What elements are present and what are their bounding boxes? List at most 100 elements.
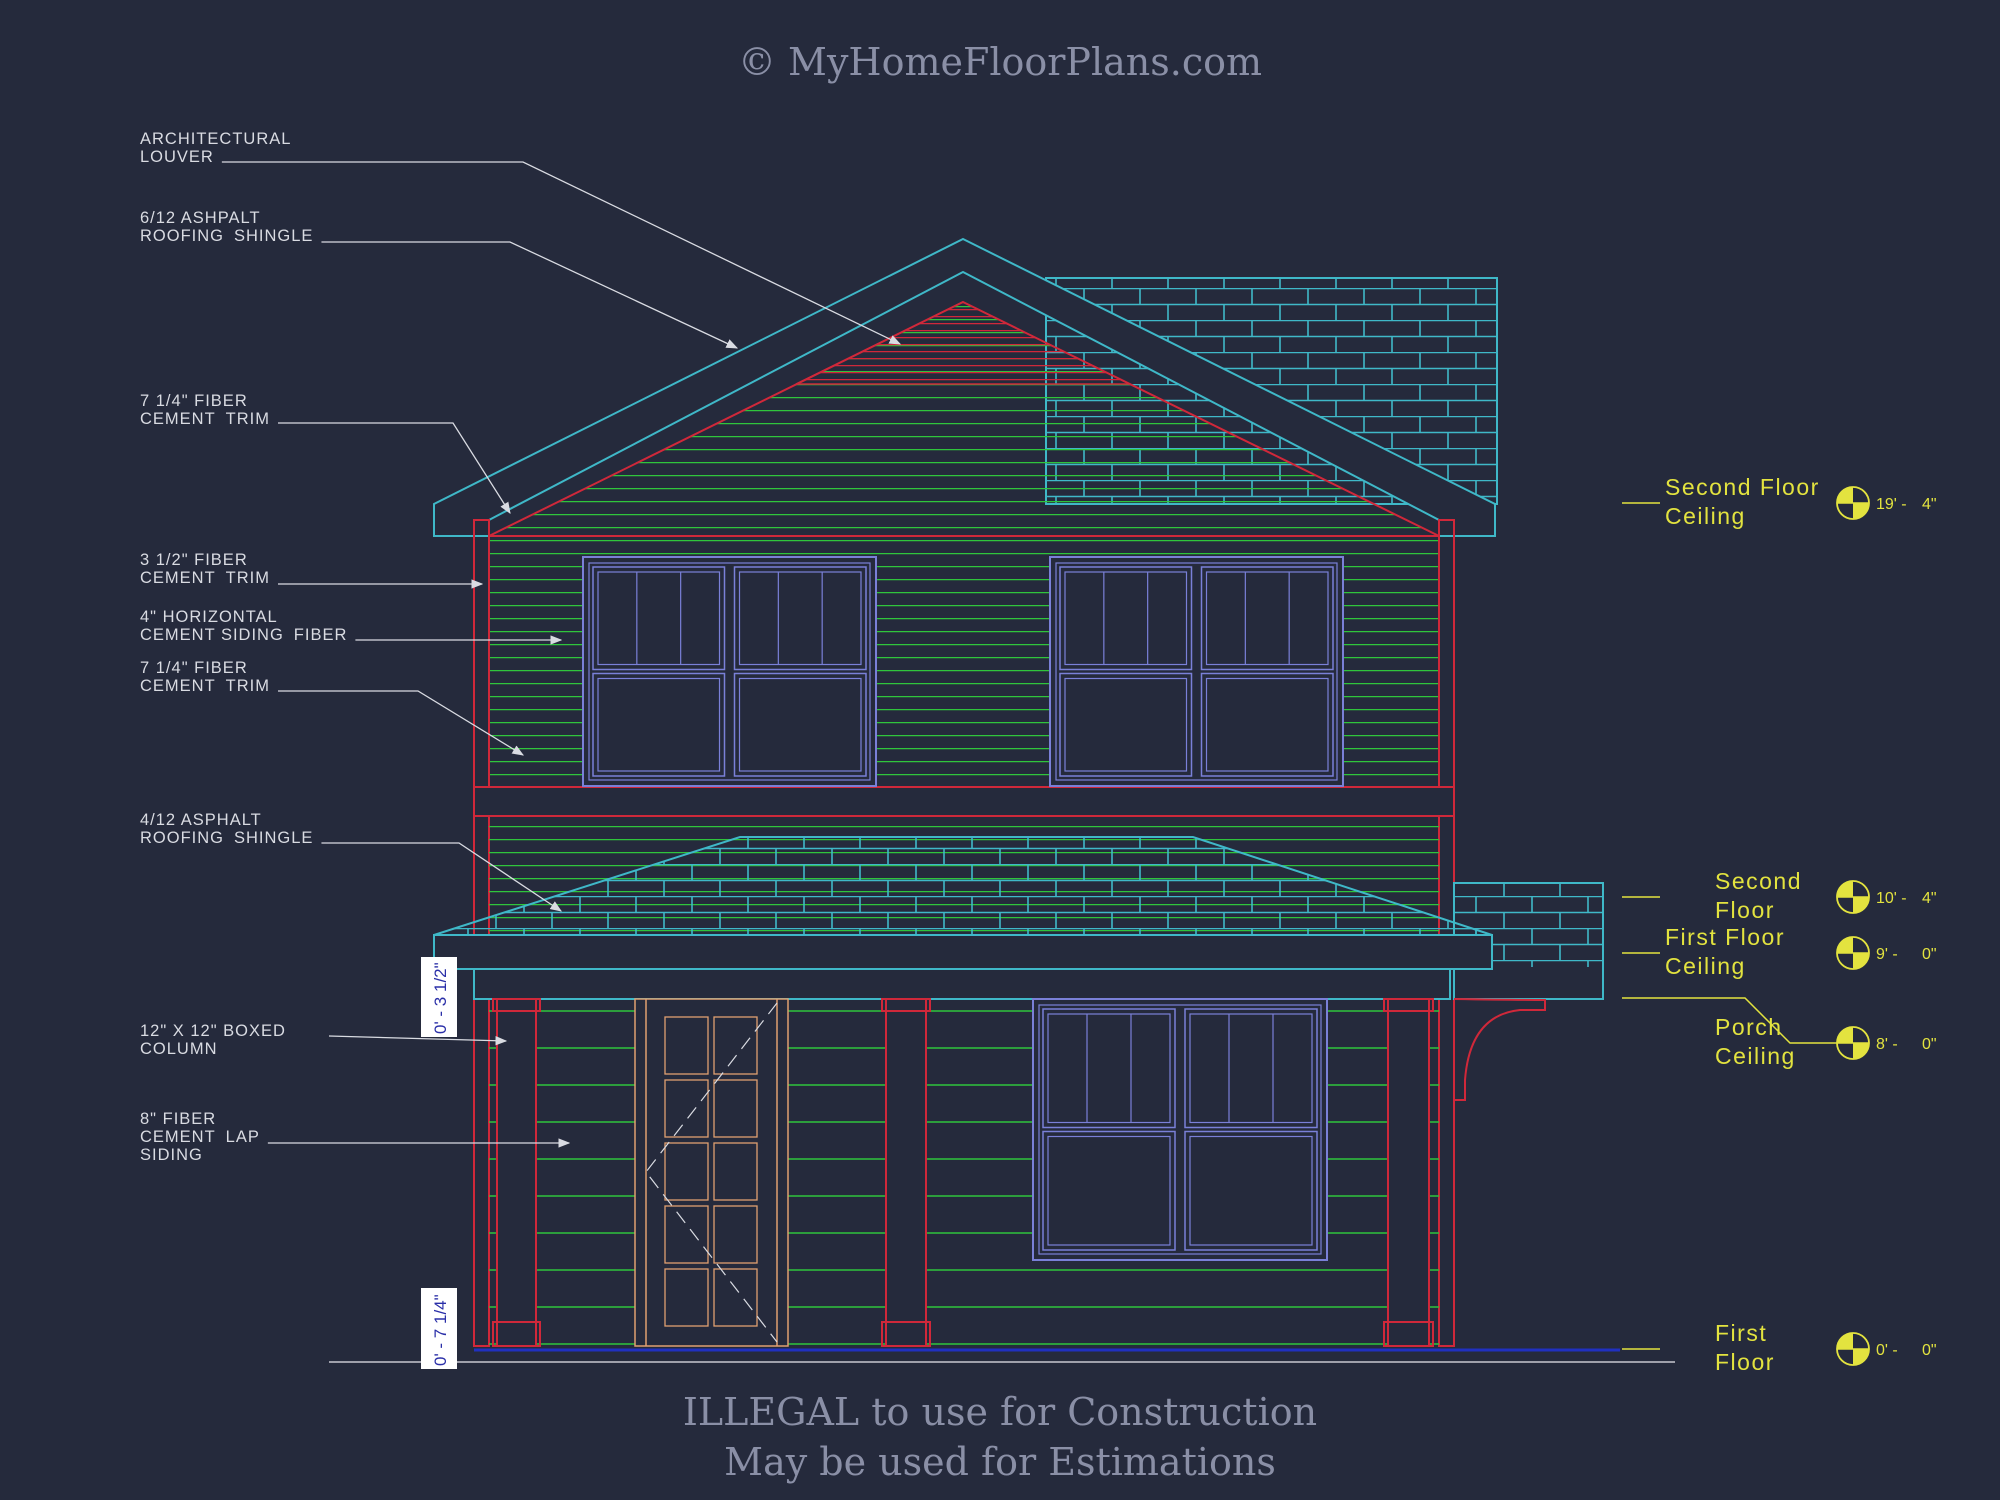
level-elevation-inches: 4" <box>1922 890 1937 907</box>
second-floor-windows <box>582 556 1344 787</box>
callout-line2: CEMENT <box>140 1128 216 1146</box>
callout-line1: ARCHITECTURAL <box>140 130 291 148</box>
callout-line1: 8" FIBER <box>140 1110 216 1128</box>
door-glass-pane <box>664 1079 709 1138</box>
door-glass-pane <box>713 1268 758 1327</box>
level-name: Second <box>1715 868 1802 894</box>
callout-line3: SIDING <box>140 1146 203 1164</box>
callout-line2-overlay: FIBER <box>294 626 348 644</box>
door-glass-pane <box>664 1205 709 1264</box>
callout-line1: 4/12 ASPHALT <box>140 811 262 829</box>
callout-line1: 7 1/4" FIBER <box>140 392 248 410</box>
door-glass-pane <box>664 1142 709 1201</box>
porch-columns <box>492 998 1434 1347</box>
level-elevation: 9' - <box>1876 946 1898 963</box>
boxed-column <box>1383 998 1434 1347</box>
leader-line <box>328 1035 508 1046</box>
dimension-tag: 0' - 3 1/2" <box>421 957 457 1037</box>
level-elevation: 8' - <box>1876 1036 1898 1053</box>
level-name-line2: Ceiling <box>1665 953 1746 979</box>
callout-line2-overlay: TRIM <box>226 410 270 428</box>
double-hung-window <box>1184 1008 1318 1251</box>
watermark-line: © MyHomeFloorPlans.com <box>738 40 1262 84</box>
callout-line2: CEMENT SIDING <box>140 626 284 644</box>
door-glass-pane <box>713 1142 758 1201</box>
callout-line2-overlay: TRIM <box>226 569 270 587</box>
callout-line2-overlay: TRIM <box>226 677 270 695</box>
level-name-line2: Ceiling <box>1665 503 1746 529</box>
level-elevation-inches: 0" <box>1922 946 1937 963</box>
leader-line <box>321 842 562 912</box>
level-elevation: 10' - <box>1876 890 1907 907</box>
callout-line1: 4" HORIZONTAL <box>140 608 278 626</box>
datum-target-icon <box>1836 486 1870 520</box>
boxed-column <box>881 998 931 1347</box>
double-hung-window <box>733 566 867 777</box>
datum-target-icon <box>1836 1026 1870 1060</box>
porch-roof <box>433 836 1493 1000</box>
callout-line2: CEMENT <box>140 569 216 587</box>
callout-line1: 12" X 12" BOXED <box>140 1022 286 1040</box>
door-glass-pane <box>713 1016 758 1075</box>
datum-target-icon <box>1836 880 1870 914</box>
dimension-tag: 0' - 7 1/4" <box>421 1288 457 1369</box>
level-name: Porch <box>1715 1014 1783 1040</box>
level-name: Second Floor <box>1665 474 1820 500</box>
double-hung-window <box>1200 566 1334 777</box>
datum-target-icon <box>1836 1332 1870 1366</box>
callout-line2: ROOFING <box>140 227 224 245</box>
leader-line <box>221 161 902 345</box>
callout-line1: 7 1/4" FIBER <box>140 659 248 677</box>
window-pair <box>1032 998 1328 1261</box>
door-glass-pane <box>713 1079 758 1138</box>
front-door <box>634 998 789 1347</box>
leader-line <box>321 241 739 349</box>
door-glass-pane <box>713 1205 758 1264</box>
callout-line2: COLUMN <box>140 1040 218 1058</box>
door-swing-line <box>645 1002 778 1343</box>
level-elevation: 0' - <box>1876 1342 1898 1359</box>
callout-line2: LOUVER <box>140 148 214 166</box>
callout-line2-overlay: LAP <box>226 1128 260 1146</box>
level-elevation-inches: 4" <box>1922 496 1937 513</box>
dimension-text: 0' - 7 1/4" <box>431 1294 450 1366</box>
level-name-line2: Floor <box>1715 897 1775 923</box>
side-porch-roof <box>1453 882 1604 1101</box>
watermark-line: ILLEGAL to use for Construction <box>683 1390 1317 1434</box>
callout-line2: CEMENT <box>140 410 216 428</box>
callout-line2-overlay: SHINGLE <box>234 829 313 847</box>
level-elevation-inches: 0" <box>1922 1342 1937 1359</box>
door-glass-pane <box>664 1016 709 1075</box>
callout-line2: CEMENT <box>140 677 216 695</box>
double-hung-window <box>592 566 726 777</box>
double-hung-window <box>1042 1008 1176 1251</box>
callout-line2-overlay: SHINGLE <box>234 227 313 245</box>
first-floor-windows <box>1032 998 1328 1261</box>
boxed-column <box>492 998 541 1347</box>
door-glass-pane <box>664 1268 709 1327</box>
leader-line <box>278 690 524 756</box>
callout-line1: 3 1/2" FIBER <box>140 551 248 569</box>
level-name-line2: Ceiling <box>1715 1043 1796 1069</box>
level-name: First <box>1715 1320 1767 1346</box>
main-gable-roof <box>433 237 1496 537</box>
watermark: © MyHomeFloorPlans.com ILLEGAL to use fo… <box>683 40 1317 1484</box>
level-name: First Floor <box>1665 924 1785 950</box>
callout-line2: ROOFING <box>140 829 224 847</box>
level-elevation-inches: 0" <box>1922 1036 1937 1053</box>
leader-line <box>278 422 511 514</box>
dimension-text: 0' - 3 1/2" <box>431 962 450 1034</box>
